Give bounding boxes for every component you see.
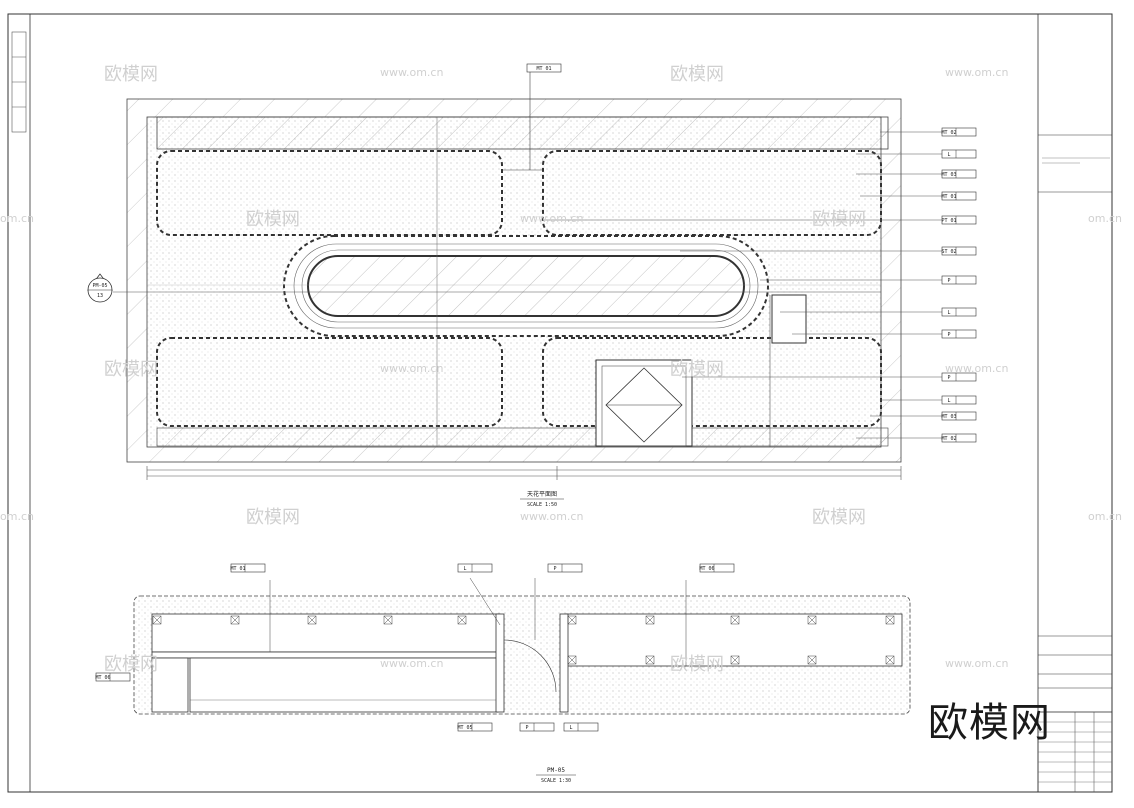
right-tag-10: L [941, 395, 977, 405]
fixing-mark [807, 655, 817, 665]
section-top-tag-0: MT 01 [230, 563, 266, 573]
section-top-tag-0-label: MT 01 [230, 566, 245, 572]
watermark-brand: 欧模网 [670, 359, 724, 380]
plan-scale: SCALE 1:50 [527, 502, 557, 508]
watermark-url: www.om.cn [945, 657, 1008, 670]
right-tag-7-label: L [947, 310, 950, 316]
section-marker: PM-05 13 [87, 273, 113, 303]
watermark-url: www.om.cn [520, 212, 583, 225]
watermark-brand: 欧模网 [670, 654, 724, 675]
fixing-mark [567, 615, 577, 625]
plan-title: 天花平面图 [527, 490, 557, 498]
fixing-mark [567, 655, 577, 665]
right-tag-group: MT 02 L MT 03 MT 01 PT 01 ST 02 P L P P L MT 03 MT 0… [540, 127, 977, 443]
fixing-mark [383, 615, 393, 625]
fixing-mark [885, 655, 895, 665]
section-left-tag: MT 06 [95, 672, 131, 682]
sheet-frame [7, 13, 1113, 793]
watermark-brand: 欧模网 [104, 64, 158, 85]
watermark-url: www.om.cn [520, 510, 583, 523]
right-tag-1: L [941, 149, 977, 159]
right-tag-12-label: MT 02 [941, 436, 956, 442]
right-tag-3: MT 01 [941, 191, 977, 201]
watermark-brand: 欧模网 [104, 359, 158, 380]
right-tag-0: MT 02 [941, 127, 977, 137]
watermark-brand: 欧模网 [670, 64, 724, 85]
section-bottom-tag-0: MT 05 [457, 722, 493, 732]
section-top-tag-2-label: P [553, 566, 556, 572]
right-tag-5: ST 02 [941, 246, 977, 256]
watermark-url-short: om.cn [0, 510, 34, 523]
fixing-mark [457, 615, 467, 625]
watermark-brand: 欧模网 [246, 507, 300, 528]
right-tag-7: L [941, 307, 977, 317]
fixing-mark [730, 615, 740, 625]
right-tag-5-label: ST 02 [941, 249, 956, 255]
watermark-url-short: om.cn [1088, 510, 1122, 523]
watermark-brand: 欧模网 [812, 209, 866, 230]
fixing-mark [307, 615, 317, 625]
right-tag-2-label: MT 03 [941, 172, 956, 178]
tag-top: MT 01 [526, 63, 562, 73]
watermark-brand: 欧模网 [812, 507, 866, 528]
right-tag-9: P [941, 372, 977, 382]
right-tag-1-label: L [947, 152, 950, 158]
section-scale: SCALE 1:30 [541, 778, 571, 784]
title-block [1037, 134, 1113, 793]
watermark-url: www.om.cn [380, 657, 443, 670]
fixing-mark [645, 655, 655, 665]
watermark-url: www.om.cn [945, 66, 1008, 79]
right-tag-6-label: P [947, 278, 950, 284]
brand-logo: 欧模网 [928, 700, 1051, 746]
tag-top-label: MT 01 [536, 66, 551, 72]
right-tag-0-label: MT 02 [941, 130, 956, 136]
right-tag-11: MT 03 [941, 411, 977, 421]
section-bottom-tag-2-label: L [569, 725, 572, 731]
right-tag-2: MT 03 [941, 169, 977, 179]
section-tag-group: MT 01 L P MT 06 MT 06 MT 05 P L [95, 563, 735, 732]
section-bottom-tag-1: P [519, 722, 555, 732]
right-tag-8-label: P [947, 332, 950, 338]
fixing-mark [885, 615, 895, 625]
section-title: PM-05 [547, 767, 565, 774]
section-bottom-tag-0-label: MT 05 [457, 725, 472, 731]
watermark-url: www.om.cn [380, 362, 443, 375]
section-top-tag-1-label: L [463, 566, 466, 572]
ceiling-plan [113, 70, 902, 480]
section-detail [133, 577, 911, 715]
watermark-url-short: om.cn [1088, 212, 1122, 225]
section-left-tag-label: MT 06 [95, 675, 110, 681]
right-tag-4-label: PT 01 [941, 218, 956, 224]
section-top-tag-1: L [457, 563, 493, 573]
marker-top-label: PM-05 [92, 283, 107, 289]
right-tag-12: MT 02 [941, 433, 977, 443]
fixing-mark [807, 615, 817, 625]
watermark-url-short: om.cn [0, 212, 34, 225]
fixing-mark [730, 655, 740, 665]
section-bottom-tag-1-label: P [525, 725, 528, 731]
fixing-mark [645, 615, 655, 625]
section-top-tag-2: P [547, 563, 583, 573]
right-tag-10-label: L [947, 398, 950, 404]
marker-bottom-label: 13 [97, 293, 103, 299]
section-bottom-tag-2: L [563, 722, 599, 732]
right-tag-3-label: MT 01 [941, 194, 956, 200]
section-top-tag-3-label: MT 06 [699, 566, 714, 572]
fixing-mark [152, 615, 162, 625]
watermark-brand: 欧模网 [246, 209, 300, 230]
watermark-url: www.om.cn [380, 66, 443, 79]
watermark-url: www.om.cn [945, 362, 1008, 375]
right-tag-4: PT 01 [941, 215, 977, 225]
right-tag-9-label: P [947, 375, 950, 381]
section-fixings [152, 615, 895, 665]
section-top-tag-3: MT 06 [699, 563, 735, 573]
right-tag-8: P [941, 329, 977, 339]
watermark-brand: 欧模网 [104, 654, 158, 675]
right-tag-6: P [941, 275, 977, 285]
right-tag-11-label: MT 03 [941, 414, 956, 420]
fixing-mark [230, 615, 240, 625]
